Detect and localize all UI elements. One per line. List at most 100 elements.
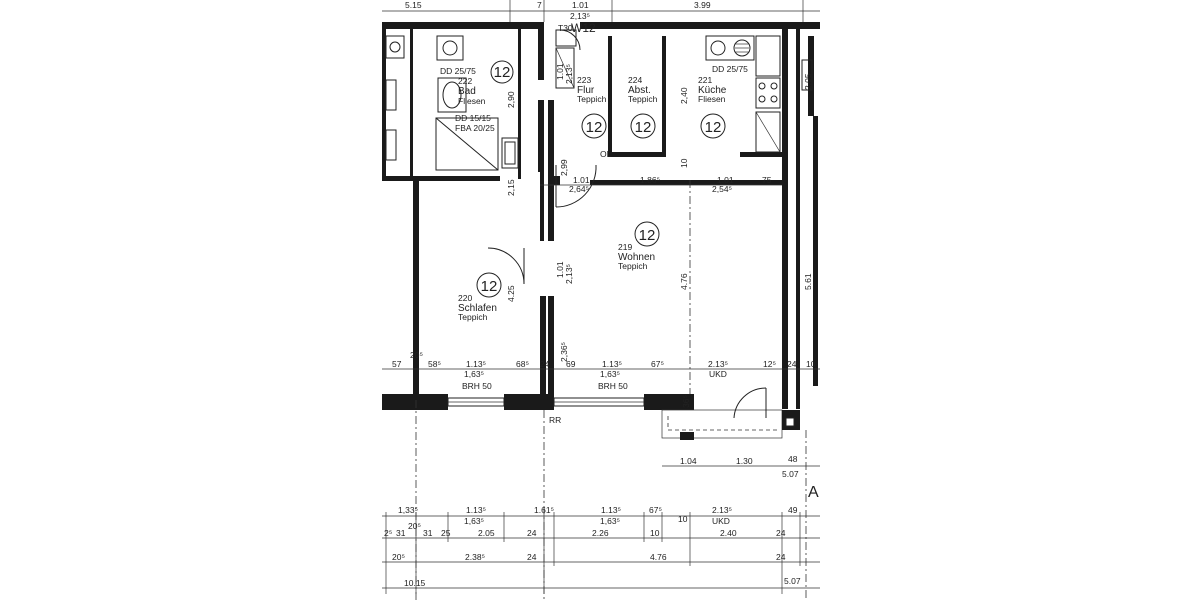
room-wohnen-name: Wohnen	[618, 252, 655, 263]
b3-24a: 24	[527, 528, 537, 538]
b4-24b: 24	[776, 552, 786, 562]
b2-ukd-label: UKD	[712, 516, 730, 526]
doors	[487, 29, 767, 419]
r2-69: 69	[566, 359, 576, 369]
label-w12: W12	[571, 21, 596, 35]
r2-585: 58⁵	[428, 359, 441, 369]
dim-row-1: 1.01 2,64⁵ 1.86⁵ 1.01 2,54⁵ 75	[540, 175, 782, 194]
dim-top-515: 5.15	[405, 0, 422, 10]
room-bad-num: 222	[458, 76, 472, 86]
r1-2645: 2,64⁵	[569, 184, 589, 194]
bal-48: 48	[788, 454, 798, 464]
r2-125: 12⁵	[763, 359, 776, 369]
misc-labels: W12 T30 DD 25/75 DD 25/75 DD 15/15 FBA 2…	[440, 21, 819, 501]
room-flur-floor: Teppich	[577, 94, 607, 104]
vdim-365: 36⁵	[681, 395, 691, 408]
room-abst-name: Abst.	[628, 85, 651, 96]
r2-20: 20⁵	[410, 350, 423, 360]
room-schlafen: 12 220 Schlafen Teppich	[458, 272, 502, 322]
room-flur-name: Flur	[577, 85, 595, 96]
vdim-2365: 2,36⁵	[559, 342, 569, 362]
door-schlafen-arc	[487, 247, 525, 285]
b4-476: 4.76	[650, 552, 667, 562]
room-schlafen-floor: Teppich	[458, 312, 488, 322]
b1-1135: 1.13⁵	[466, 505, 486, 515]
bal-104: 1.04	[680, 456, 697, 466]
label-brh-right: BRH 50	[598, 381, 628, 391]
b3-205: 2.05	[478, 528, 495, 538]
south-facade	[382, 394, 800, 440]
b3-24b: 24	[776, 528, 786, 538]
r2-24: 24	[540, 359, 550, 369]
vdim-205: 2.05	[803, 73, 813, 90]
vdim-101b: 1.01	[555, 261, 565, 278]
b1-675: 67⁵	[649, 505, 662, 515]
r2-57: 57	[392, 359, 402, 369]
vertical-dims: 1.01 2,13⁵ 2,90 2,40 10 2,99 2,15 1.01 2…	[506, 63, 813, 408]
b2-1635b: 1,63⁵	[600, 516, 620, 526]
dim-top-399: 3.99	[694, 0, 711, 10]
vdim-101a: 1.01	[555, 63, 565, 80]
b4-2385: 2.38⁵	[465, 552, 485, 562]
washer-dryer	[705, 35, 755, 61]
b1-1615: 1.61⁵	[534, 505, 554, 515]
label-a: A	[808, 484, 819, 501]
vdim-476: 4.76	[679, 273, 689, 290]
dim-chain-bottom: 1,33⁵ 1.13⁵ 1.61⁵ 1.13⁵ 67⁵ 2.13⁵ 49 20⁵…	[382, 505, 820, 594]
vdim-2135a: 2,13⁵	[564, 64, 574, 84]
b3-31b: 31	[423, 528, 433, 538]
fixtures	[385, 29, 813, 171]
dim-row-2: 57 58⁵ 20⁵ 1.13⁵ 1,63⁵ 68⁵ 24 69 1.13⁵ 1…	[382, 350, 820, 379]
door-balcony-arc	[733, 387, 767, 419]
room-bad: 12 222 Bad Fliesen	[458, 60, 514, 106]
r1-75: 75	[762, 175, 772, 185]
b3-25b: 25	[441, 528, 451, 538]
b3-10: 10	[650, 528, 660, 538]
room-abst-floor: Teppich	[628, 94, 658, 104]
b1-1135b: 1.13⁵	[601, 505, 621, 515]
room-abst-circle: 12	[635, 119, 652, 136]
dim-top-101: 1.01	[572, 0, 589, 10]
b5-1015: 10.15	[404, 578, 426, 588]
vdim-10: 10	[679, 158, 689, 168]
plan-sheet	[380, 0, 820, 600]
room-kueche-circle: 12	[705, 119, 722, 136]
room-bad-floor: Fliesen	[458, 96, 486, 106]
label-dd-1515: DD 15/15	[455, 113, 491, 123]
r1-1865: 1.86⁵	[640, 175, 660, 185]
room-wohnen-floor: Teppich	[618, 261, 648, 271]
room-bad-name: Bad	[458, 86, 476, 97]
r2-24b: 24	[787, 359, 797, 369]
label-ol: OL	[600, 149, 612, 159]
b1-1335: 1,33⁵	[398, 505, 418, 515]
b1-49: 49	[788, 505, 798, 515]
door-flur-arc	[555, 164, 597, 208]
r2-1635: 1,63⁵	[464, 369, 484, 379]
label-ukd: UKD	[709, 369, 727, 379]
room-flur-num: 223	[577, 75, 591, 85]
label-t30: T30	[558, 23, 573, 33]
dim-top-2135: 2,13⁵	[570, 11, 590, 21]
b2-1635: 1,63⁵	[464, 516, 484, 526]
vdim-290: 2,90	[506, 91, 516, 108]
b4-24a: 24	[527, 552, 537, 562]
r1-2545: 2,54⁵	[712, 184, 732, 194]
dim-balcony: 1.04 1.30 48 5.07	[662, 454, 820, 479]
room-abst: 224 Abst. Teppich 12	[628, 75, 658, 139]
bal-507: 5.07	[782, 469, 799, 479]
sink	[436, 35, 464, 61]
bal-130: 1.30	[736, 456, 753, 466]
room-schlafen-name: Schlafen	[458, 303, 497, 314]
r2-675: 67⁵	[651, 359, 664, 369]
b4-205: 20⁵	[392, 552, 405, 562]
label-brh-left: BRH 50	[462, 381, 492, 391]
b1-2135: 2.13⁵	[712, 505, 732, 515]
toilet	[501, 137, 519, 169]
r1-1015: 1.01	[573, 175, 590, 185]
b2-205: 20⁵	[408, 521, 421, 531]
dim-top-7: 7	[537, 0, 542, 10]
room-wohnen: 12 219 Wohnen Teppich	[618, 221, 660, 271]
bathtub	[437, 77, 467, 113]
b3-240: 2.40	[720, 528, 737, 538]
